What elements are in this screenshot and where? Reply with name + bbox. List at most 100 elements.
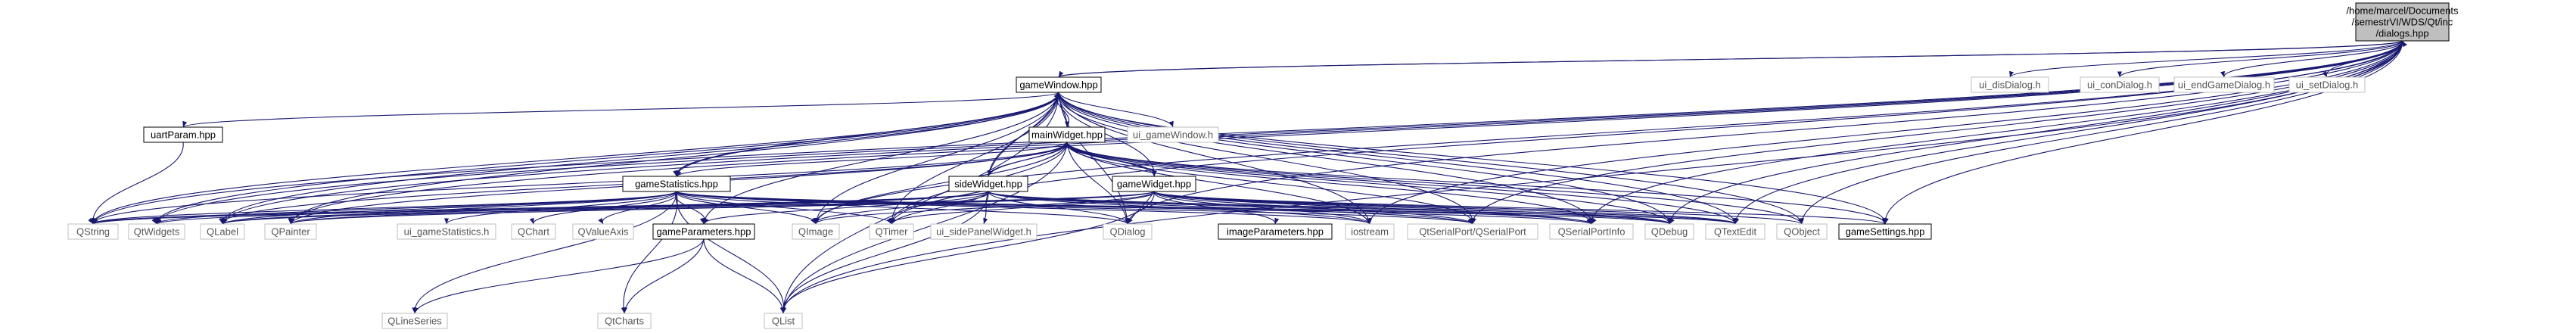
node-label-QTimer: QTimer — [876, 226, 909, 238]
node-label-imageParameters: imageParameters.hpp — [1227, 226, 1324, 238]
edge-root-to-QDebug — [1667, 40, 2403, 225]
edge-root-to-QDialog — [1125, 40, 2403, 225]
node-QList: QList — [764, 313, 803, 329]
node-gameSettings[interactable]: gameSettings.hpp — [1838, 223, 1932, 240]
node-ui_sidePanelWidget: ui_sidePanelWidget.h — [930, 223, 1038, 240]
node-imageParameters[interactable]: imageParameters.hpp — [1218, 223, 1333, 240]
edge-root-to-QSerialPortInfo — [1588, 40, 2403, 225]
node-label-ui_sidePanelWidget: ui_sidePanelWidget.h — [936, 226, 1031, 238]
edge-sideWidget-to-gameWindow — [988, 92, 1061, 177]
node-label-QObject: QObject — [1784, 226, 1820, 238]
node-gameWindow[interactable]: gameWindow.hpp — [1016, 76, 1102, 93]
node-ui_conDialog: ui_conDialog.h — [2080, 76, 2160, 93]
edge-gameWindow-to-QtWidgets — [154, 92, 1059, 225]
node-QSerialPort: QtSerialPort/QSerialPort — [1407, 223, 1538, 240]
node-QLabel: QLabel — [200, 223, 245, 240]
node-box-QChart — [511, 223, 556, 240]
edge-gameWidget-to-QTextEdit — [1153, 191, 1739, 225]
edge-gameWindow-to-QDebug — [1058, 92, 1672, 225]
edge-root-to-ui_endGameDialog — [2220, 40, 2403, 78]
node-label-QPainter: QPainter — [271, 226, 310, 238]
node-label-sideWidget: sideWidget.hpp — [954, 179, 1022, 190]
node-label-QDialog: QDialog — [1110, 226, 1146, 238]
node-box-ui_conDialog — [2080, 76, 2160, 93]
node-label-root: /home/marcel/Documents — [2346, 5, 2459, 17]
edge-gameWindow-to-QTextEdit — [1058, 92, 1738, 225]
node-mainWidget[interactable]: mainWidget.hpp — [1028, 126, 1106, 143]
node-root[interactable]: /home/marcel/Documents/semestrVI/WDS/Qt/… — [2346, 2, 2459, 42]
node-QLineSeries: QLineSeries — [381, 313, 448, 329]
edge-gameWidget-to-gameSettings — [1153, 191, 1886, 225]
edge-root-to-QObject — [1799, 40, 2403, 225]
edge-gameWindow-to-QPainter — [289, 92, 1059, 225]
edge-gameWindow-to-QSerialPort — [1058, 92, 1476, 225]
edge-root-to-QLabel — [220, 40, 2403, 225]
node-box-QObject — [1776, 223, 1828, 240]
node-box-QLineSeries — [381, 313, 448, 329]
edge-gameStatistics-to-QList — [676, 191, 787, 314]
edge-gameWidget-to-mainWidget — [1062, 142, 1155, 177]
edge-gameWindow-to-gameParameters — [702, 92, 1059, 225]
node-box-uartParam — [143, 126, 223, 143]
node-box-QSerialPortInfo — [1549, 223, 1634, 240]
node-QPainter: QPainter — [264, 223, 317, 240]
edge-gameStatistics-to-QLabel — [222, 191, 677, 225]
node-QImage: QImage — [792, 223, 840, 240]
node-label-ui_conDialog: ui_conDialog.h — [2087, 79, 2152, 91]
edge-gameWidget-to-imageParameters — [1153, 191, 1280, 225]
edge-gameStatistics-to-gameWindow — [676, 92, 1062, 177]
node-sideWidget[interactable]: sideWidget.hpp — [948, 176, 1028, 192]
edge-gameWidget-to-QPainter — [288, 191, 1155, 225]
node-label-QTextEdit: QTextEdit — [1714, 226, 1757, 238]
node-gameWidget[interactable]: gameWidget.hpp — [1112, 176, 1196, 192]
edge-mainWidget-to-QString — [90, 142, 1068, 225]
edge-gameWidget-to-iostream — [1153, 191, 1372, 225]
edge-gameWindow-to-ui_gameWindow — [1058, 92, 1174, 128]
node-QDialog: QDialog — [1103, 223, 1153, 240]
node-label-gameStatistics: gameStatistics.hpp — [635, 179, 718, 190]
node-box-QImage — [792, 223, 840, 240]
node-box-ui_gameStatistics — [397, 223, 496, 240]
node-ui_gameWindow: ui_gameWindow.h — [1127, 126, 1219, 143]
node-QValueAxis: QValueAxis — [572, 223, 634, 240]
node-box-QList — [764, 313, 803, 329]
node-box-gameParameters — [652, 223, 755, 240]
edge-gameWidget-to-QString — [92, 191, 1155, 225]
node-box-iostream — [1345, 223, 1395, 240]
edge-gameWindow-to-uartParam — [182, 92, 1059, 128]
node-label-QtWidgets: QtWidgets — [134, 226, 180, 238]
edge-gameStatistics-to-QPainter — [290, 191, 677, 225]
node-ui_endGameDialog: ui_endGameDialog.h — [2173, 76, 2275, 93]
node-box-ui_setDialog — [2288, 76, 2366, 93]
edge-root-to-gameSettings — [1882, 40, 2403, 225]
edge-root-to-QString — [92, 40, 2403, 225]
node-gameStatistics[interactable]: gameStatistics.hpp — [622, 176, 731, 192]
node-QtWidgets: QtWidgets — [128, 223, 185, 240]
edge-mainWidget-to-QDialog — [1066, 142, 1130, 225]
edge-gameParameters-to-QList — [703, 238, 786, 314]
node-label-QValueAxis: QValueAxis — [578, 226, 629, 238]
node-box-QtWidgets — [128, 223, 185, 240]
node-gameParameters[interactable]: gameParameters.hpp — [652, 223, 755, 240]
node-QTextEdit: QTextEdit — [1705, 223, 1766, 240]
edge-gameWindow-to-gameWidget — [1058, 92, 1157, 177]
node-ui_gameStatistics: ui_gameStatistics.h — [397, 223, 496, 240]
node-QDebug: QDebug — [1644, 223, 1694, 240]
edge-root-to-iostream — [1367, 40, 2403, 225]
edge-root-to-QPainter — [288, 40, 2403, 225]
node-QObject: QObject — [1776, 223, 1828, 240]
node-QTimer: QTimer — [869, 223, 914, 240]
edge-gameWidget-to-QObject — [1153, 191, 1804, 225]
edge-gameWindow-to-QSerialPortInfo — [1058, 92, 1594, 225]
node-label-QSerialPortInfo: QSerialPortInfo — [1558, 226, 1626, 238]
node-box-QtCharts — [597, 313, 652, 329]
edge-uartParam-to-QString — [90, 142, 184, 225]
node-uartParam[interactable]: uartParam.hpp — [143, 126, 223, 143]
node-box-ui_endGameDialog — [2173, 76, 2275, 93]
node-label-iostream: iostream — [1351, 226, 1389, 238]
edge-gameStatistics-to-QtCharts — [621, 191, 678, 314]
edge-gameWindow-to-gameSettings — [1058, 92, 1889, 225]
edge-gameStatistics-to-QTimer — [676, 191, 894, 225]
edge-mainWidget-to-QList — [781, 142, 1068, 314]
